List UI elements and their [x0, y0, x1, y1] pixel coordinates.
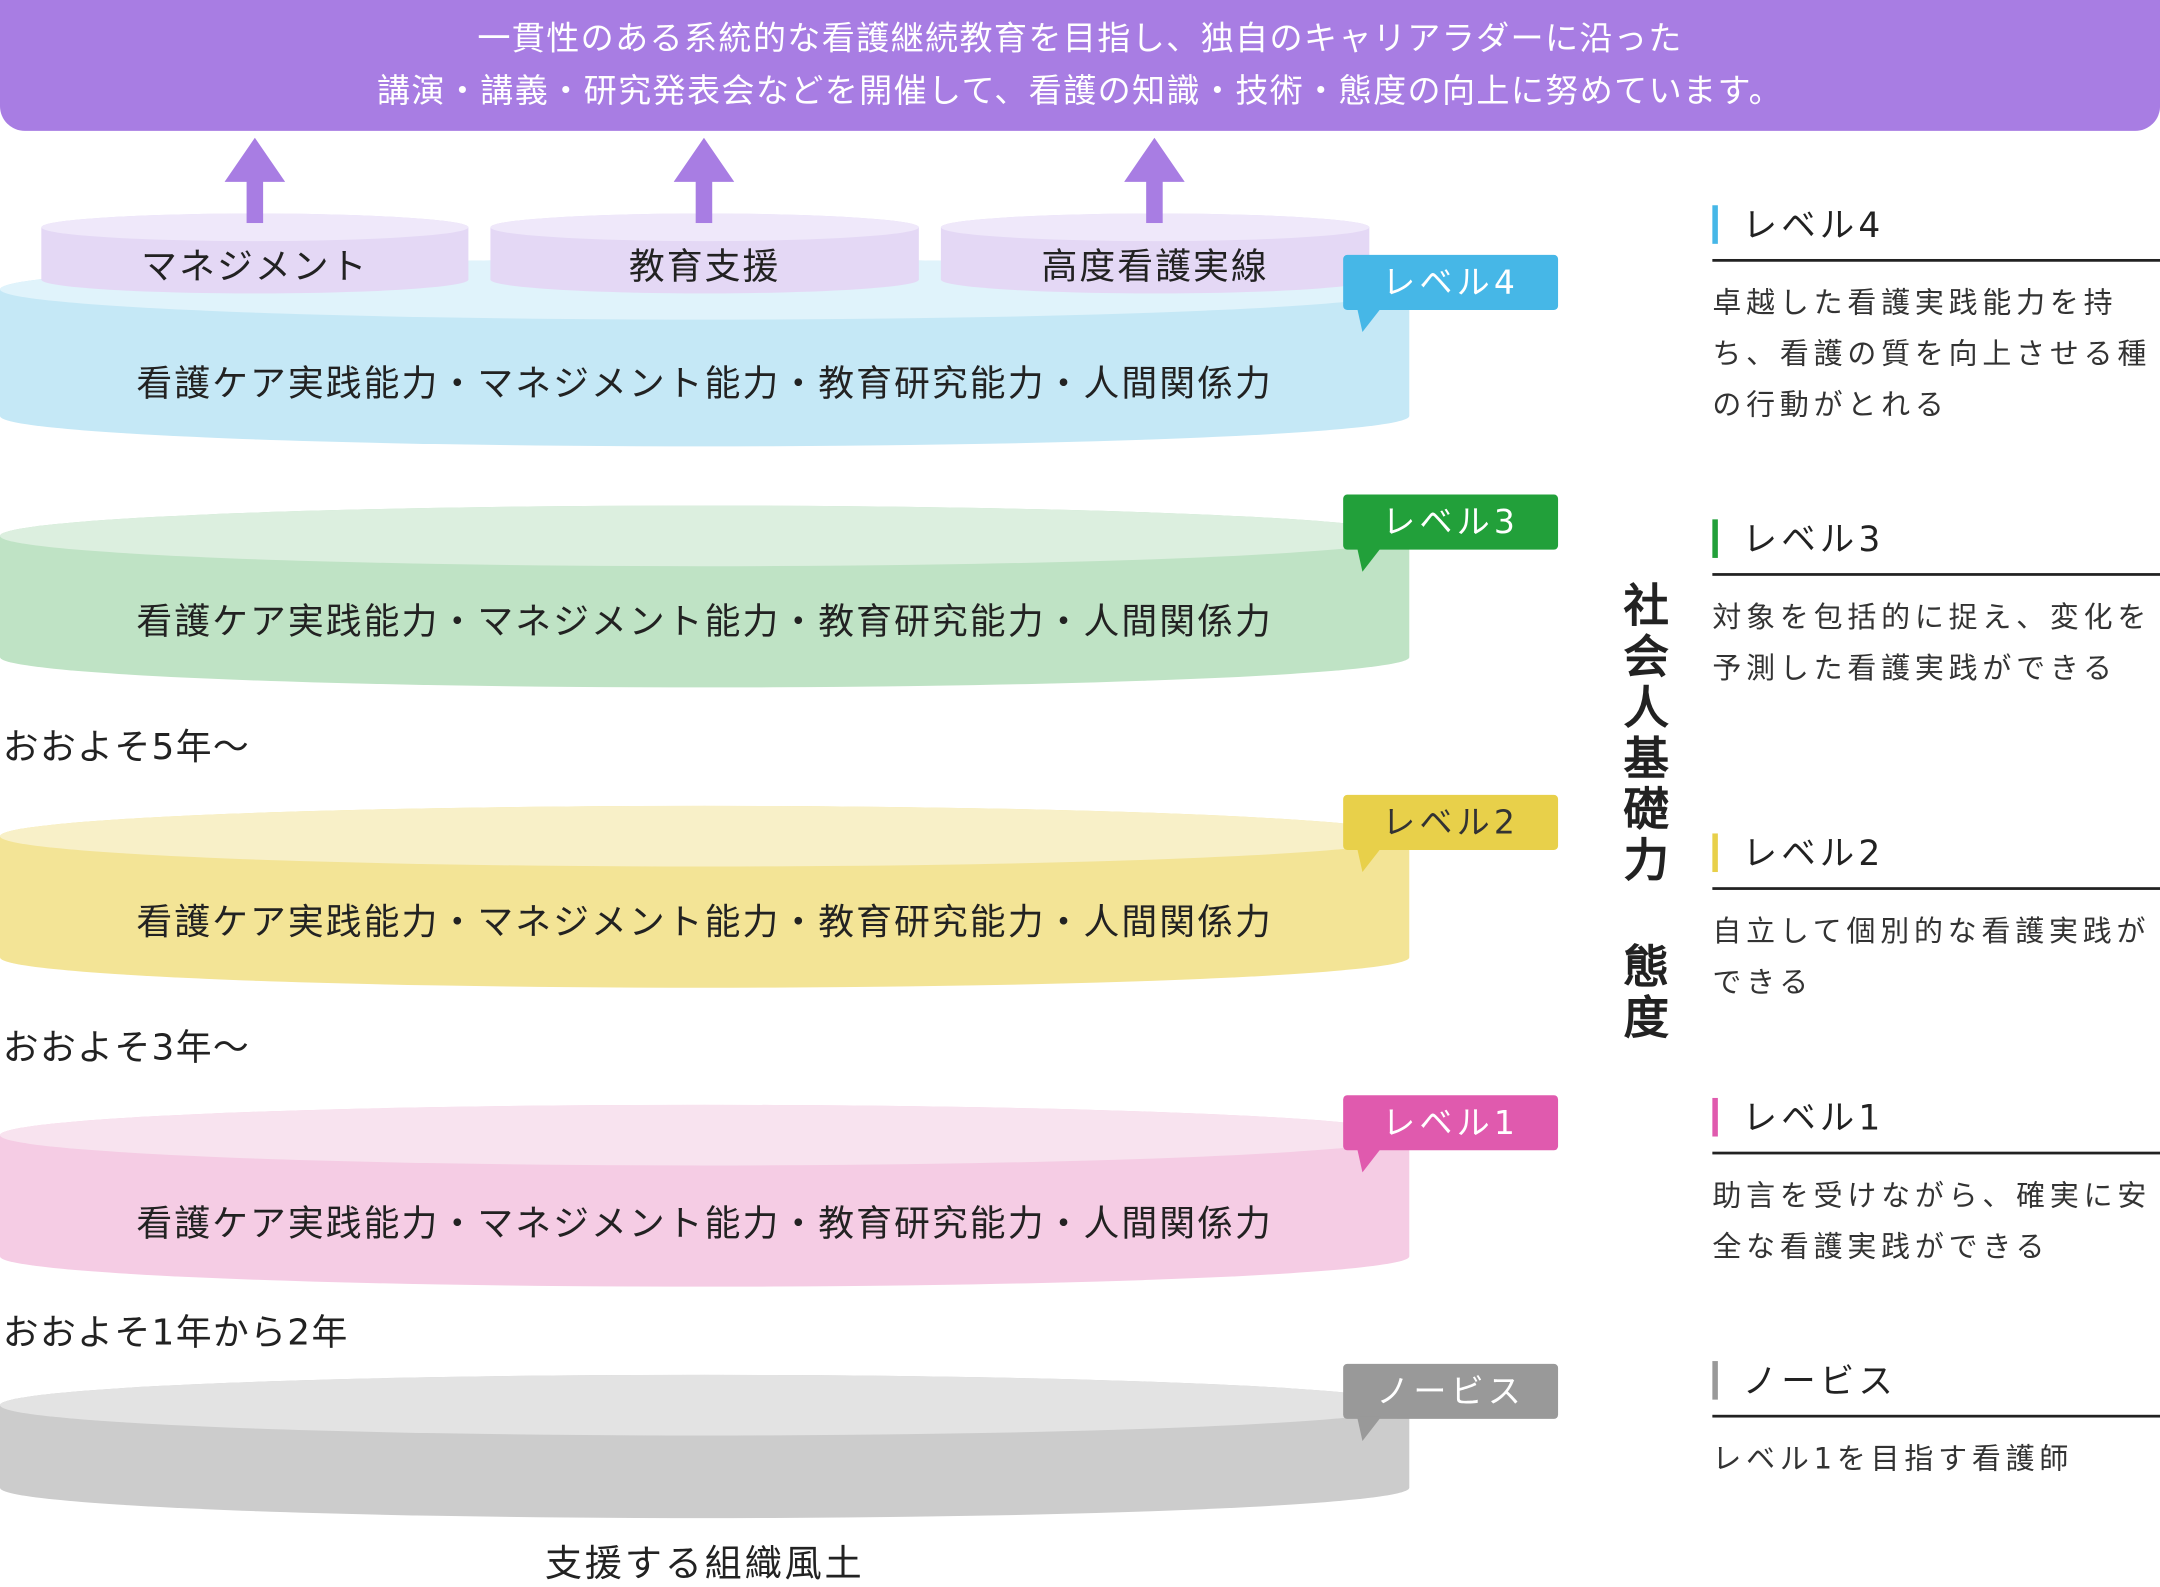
level-2-cylinder: 看護ケア実践能力・マネジメント能力・教育研究能力・人間関係力	[0, 805, 1410, 988]
level-1-cylinder: 看護ケア実践能力・マネジメント能力・教育研究能力・人間関係力	[0, 1104, 1410, 1287]
color-bar	[1712, 1097, 1718, 1137]
side-heading-level-2: レベル2	[1712, 827, 2160, 890]
badge-label: レベル1	[1382, 1103, 1519, 1143]
badge-level-1: レベル1	[1343, 1095, 1559, 1173]
side-desc-level-1: 助言を受けながら、確実に安全な看護実践ができる	[1712, 1179, 2152, 1264]
badge-level-4: レベル4	[1343, 254, 1559, 333]
badge-label: レベル2	[1382, 803, 1519, 842]
vertical-label-line-1: 社会人基礎力	[1615, 581, 1670, 888]
base-label: 支援する組織風土	[544, 1542, 865, 1586]
pillar-management: マネジメント	[41, 213, 469, 294]
side-heading-novice: ノービス	[1712, 1354, 2160, 1418]
level-4-competencies: 看護ケア実践能力・マネジメント能力・教育研究能力・人間関係力	[136, 363, 1273, 406]
level-3-competencies: 看護ケア実践能力・マネジメント能力・教育研究能力・人間関係力	[136, 602, 1273, 644]
color-bar	[1712, 833, 1718, 873]
heading-text: レベル3	[1742, 519, 1885, 560]
vertical-label: 社会人基礎力 態度	[1615, 581, 1670, 1044]
years-label-1-2: おおよそ1年から2年	[2, 1312, 349, 1355]
badge-level-3: レベル3	[1343, 494, 1559, 572]
side-desc-novice: レベル1を目指す看護師	[1712, 1442, 2074, 1476]
badge-level-2: レベル2	[1343, 794, 1559, 873]
color-bar	[1712, 205, 1718, 244]
heading-text: レベル1	[1742, 1097, 1885, 1138]
side-desc-level-2: 自立して個別的な看護実践ができる	[1712, 914, 2151, 999]
color-bar	[1712, 519, 1718, 558]
side-heading-level-4: レベル4	[1712, 198, 2160, 262]
badge-label: ノービス	[1376, 1372, 1526, 1411]
mission-banner: 一貫性のある系統的な看護継続教育を目指し、独自のキャリアラダーに沿った 講演・講…	[0, 0, 2160, 131]
arrow-up-icon	[673, 137, 735, 224]
badge-label: レベル3	[1382, 502, 1519, 542]
side-desc-level-4: 卓越した看護実践能力を持ち、看護の質を向上させる種の行動がとれる	[1712, 286, 2152, 422]
badge-novice: ノービス	[1343, 1363, 1559, 1441]
arrow-up-icon	[224, 137, 286, 224]
years-label-5: おおよそ5年～	[2, 727, 251, 769]
heading-text: ノービス	[1742, 1361, 1897, 1402]
arrow-up-icon	[1124, 137, 1185, 224]
level-3-cylinder: 看護ケア実践能力・マネジメント能力・教育研究能力・人間関係力	[0, 505, 1410, 688]
pillar-label: マネジメント	[141, 246, 369, 288]
level-2-competencies: 看護ケア実践能力・マネジメント能力・教育研究能力・人間関係力	[136, 902, 1273, 944]
side-heading-level-1: レベル1	[1712, 1091, 2160, 1155]
color-bar	[1712, 1361, 1718, 1400]
side-heading-level-3: レベル3	[1712, 512, 2160, 576]
pillar-advanced-nursing: 高度看護実線	[940, 213, 1370, 294]
badge-label: レベル4	[1382, 263, 1519, 302]
vertical-label-line-2: 態度	[1615, 942, 1670, 1045]
side-desc-level-3: 対象を包括的に捉え、変化を予測した看護実践ができる	[1712, 600, 2152, 685]
level-1-competencies: 看護ケア実践能力・マネジメント能力・教育研究能力・人間関係力	[136, 1204, 1273, 1246]
heading-text: レベル2	[1742, 833, 1885, 874]
pillar-label: 高度看護実線	[1041, 246, 1269, 288]
novice-cylinder	[0, 1374, 1410, 1519]
years-label-3: おおよそ3年～	[2, 1027, 251, 1070]
banner-line-2: 講演・講義・研究発表会などを開催して、看護の知識・技術・態度の向上に努めています…	[376, 71, 1784, 111]
heading-text: レベル4	[1742, 205, 1885, 246]
banner-line-1: 一貫性のある系統的な看護継続教育を目指し、独自のキャリアラダーに沿った	[477, 19, 1683, 58]
pillar-label: 教育支援	[628, 246, 781, 288]
pillar-education-support: 教育支援	[490, 213, 919, 294]
